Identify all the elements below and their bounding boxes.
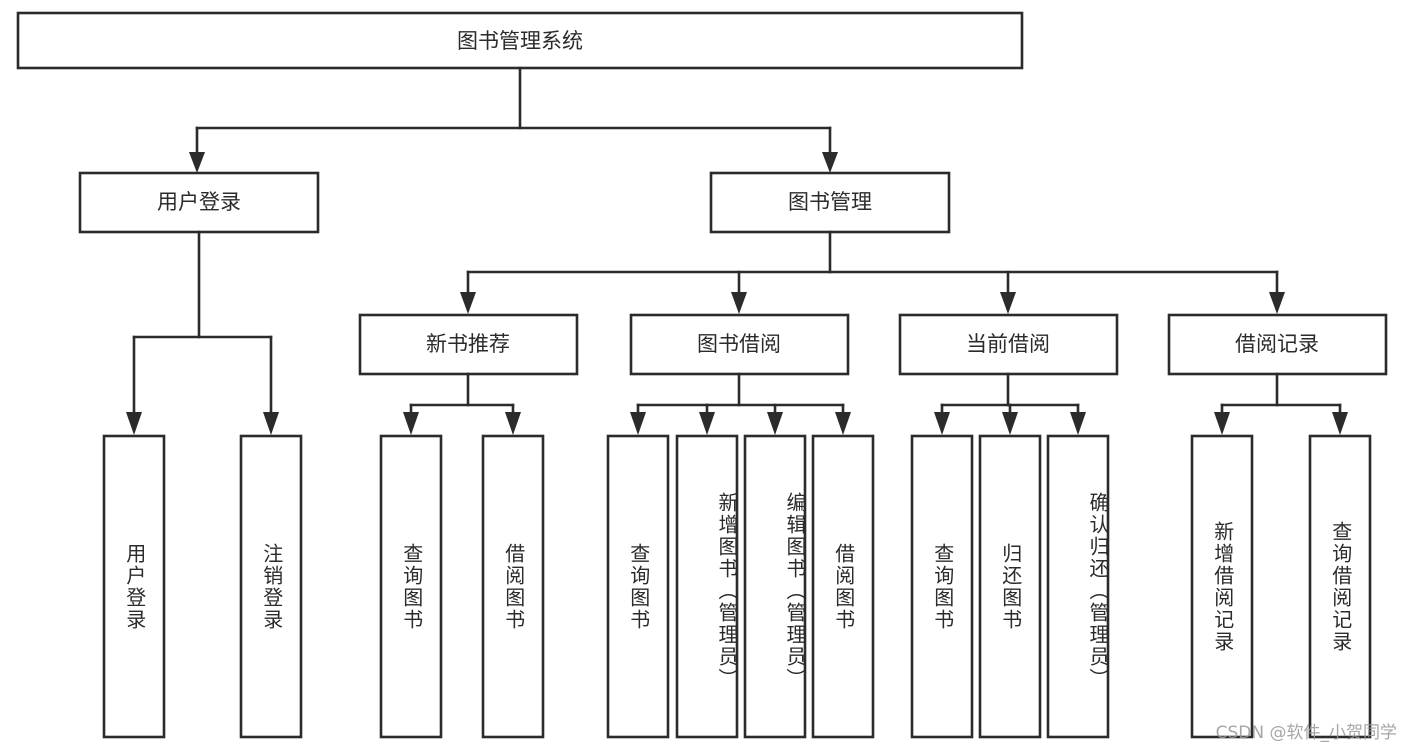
arrow-head-icon <box>126 412 142 435</box>
leaf-label-confirm-return-admin: 确认归还（管理员） <box>1086 491 1110 690</box>
node-book-borrow[interactable]: 图书借阅 <box>629 313 850 376</box>
node-book-borrow-label: 图书借阅 <box>697 332 781 356</box>
leaf-box-query-book-1[interactable] <box>379 434 443 739</box>
leaf-label-query-borrow-record: 查询借阅记录 <box>1328 520 1353 653</box>
arrow-head-icon <box>1002 412 1018 435</box>
leaf-box-borrow-book-1[interactable] <box>481 434 545 739</box>
leaf-label-return-book: 归还图书 <box>998 542 1023 631</box>
node-new-book-recommend-label: 新书推荐 <box>426 332 510 356</box>
node-user-login[interactable]: 用户登录 <box>78 171 320 234</box>
arrow-head-icon <box>1269 292 1285 314</box>
node-user-login-label: 用户登录 <box>157 190 241 214</box>
leaf-label-logout: 注销登录 <box>259 542 284 631</box>
leaf-label-query-book-1: 查询图书 <box>399 542 424 631</box>
arrow-head-icon <box>630 412 646 435</box>
arrow-head-icon <box>460 292 476 314</box>
connector-book-borrow-to-leaves <box>630 372 851 435</box>
node-borrow-records-label: 借阅记录 <box>1235 332 1319 356</box>
node-root[interactable]: 图书管理系统 <box>16 11 1024 70</box>
leaf-label-add-book-admin: 新增图书（管理员） <box>715 491 739 690</box>
node-new-book-recommend-box[interactable] <box>358 313 579 376</box>
leaf-label-borrow-book-1: 借阅图书 <box>501 542 526 631</box>
arrow-head-icon <box>835 412 851 435</box>
leaf-label-borrow-book-2: 借阅图书 <box>831 542 856 631</box>
leaf-label-user-login: 用户登录 <box>122 542 147 631</box>
connector-book-management-to-level3 <box>460 230 1285 314</box>
leaf-box-user-login[interactable] <box>102 434 166 739</box>
node-current-borrow[interactable]: 当前借阅 <box>898 313 1119 376</box>
leaf-label-query-book-3: 查询图书 <box>930 542 955 631</box>
arrow-head-icon <box>1000 292 1016 314</box>
leaf-box-borrow-book-2[interactable] <box>811 434 875 739</box>
arrow-head-icon <box>189 152 205 173</box>
arrow-head-icon <box>505 412 521 435</box>
leaf-box-return-book[interactable] <box>978 434 1042 739</box>
arrow-head-icon <box>731 292 747 314</box>
node-book-management[interactable]: 图书管理 <box>709 171 951 234</box>
node-root-box[interactable] <box>16 11 1024 70</box>
arrow-head-icon <box>934 412 950 435</box>
leaf-label-edit-book-admin: 编辑图书（管理员） <box>783 491 807 690</box>
connector-borrow-records-to-leaves <box>1214 372 1348 435</box>
leaf-box-query-book-3[interactable] <box>910 434 974 739</box>
connector-current-borrow-to-leaves <box>934 372 1086 435</box>
arrow-head-icon <box>1332 412 1348 435</box>
leaf-box-logout[interactable] <box>239 434 303 739</box>
node-book-management-label: 图书管理 <box>788 190 872 214</box>
leaf-box-query-borrow-record[interactable] <box>1308 434 1372 739</box>
node-root-label: 图书管理系统 <box>457 29 583 53</box>
node-book-borrow-box[interactable] <box>629 313 850 376</box>
arrow-head-icon <box>1214 412 1230 435</box>
arrow-head-icon <box>1070 412 1086 435</box>
node-new-book-recommend[interactable]: 新书推荐 <box>358 313 579 376</box>
leaf-box-edit-book-admin[interactable] <box>743 434 807 739</box>
arrow-head-icon <box>699 412 715 435</box>
leaf-box-query-book-2[interactable] <box>606 434 670 739</box>
node-current-borrow-box[interactable] <box>898 313 1119 376</box>
leaf-box-add-borrow-record[interactable] <box>1190 434 1254 739</box>
arrow-head-icon <box>767 412 783 435</box>
node-borrow-records[interactable]: 借阅记录 <box>1167 313 1388 376</box>
leaf-label-query-book-2: 查询图书 <box>626 542 651 631</box>
node-current-borrow-label: 当前借阅 <box>966 332 1050 356</box>
leaf-box-confirm-return-admin[interactable] <box>1046 434 1110 739</box>
connector-new-book-to-leaves <box>403 372 521 435</box>
arrow-head-icon <box>822 152 838 173</box>
connector-root-to-level2 <box>189 66 838 173</box>
arrow-head-icon <box>403 412 419 435</box>
arrow-head-icon <box>263 412 279 435</box>
leaf-label-add-borrow-record: 新增借阅记录 <box>1210 520 1235 653</box>
leaf-box-add-book-admin[interactable] <box>675 434 739 739</box>
connector-user-login-to-leaves <box>126 230 279 435</box>
